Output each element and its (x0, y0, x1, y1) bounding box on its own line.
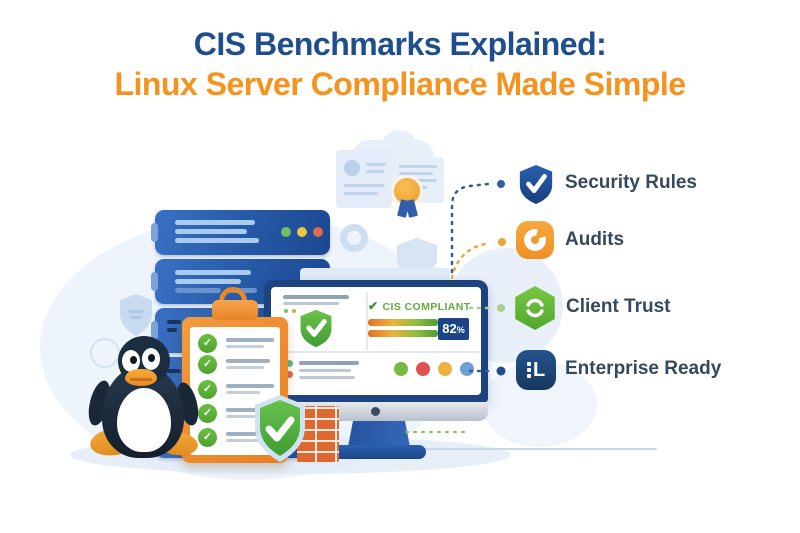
enterprise-building-icon: L (516, 350, 556, 390)
penguin-belly (117, 388, 171, 452)
certificate-card (336, 150, 392, 208)
shield-check-icon (255, 395, 305, 462)
check-icon: ✓ (198, 404, 217, 423)
penguin-mouth (130, 378, 152, 381)
faint-shield-icon (397, 238, 437, 277)
page-title: CIS Benchmarks Explained: (193, 26, 607, 62)
penguin-eye (130, 356, 137, 364)
status-circle-blue (460, 362, 474, 376)
server-unit (151, 210, 330, 255)
status-circle-green (394, 362, 408, 376)
feature-label-security-rules: Security Rules (565, 172, 697, 193)
power-button (371, 407, 380, 416)
faint-shield-icon (120, 294, 152, 336)
check-icon: ✓ (198, 355, 217, 374)
shield-check-icon (519, 165, 553, 204)
status-dot-green (281, 227, 291, 237)
monitor-screen: ✔ CIS COMPLIANT 82% (271, 287, 481, 395)
status-dot-red (313, 227, 323, 237)
refresh-sync-icon (515, 286, 555, 330)
score-badge: 82% (438, 318, 469, 340)
check-icon: ✓ (198, 428, 217, 447)
enterprise-letter: L (533, 359, 546, 381)
penguin-eye (148, 354, 155, 362)
checklist-item: ✓ (198, 355, 276, 374)
clipboard-clip (212, 300, 258, 320)
person-icon (344, 160, 360, 176)
check-icon: ✓ (198, 334, 217, 353)
header: CIS Benchmarks Explained: Linux Server C… (0, 24, 800, 104)
monitor-stand (348, 421, 410, 447)
check-icon: ✔ (368, 299, 379, 313)
monitor-base (330, 445, 426, 459)
compliance-label: CIS COMPLIANT (382, 301, 471, 313)
compliance-progress-bar (368, 330, 438, 337)
compliance-status: ✔ CIS COMPLIANT (368, 297, 478, 315)
gear-icon (340, 224, 368, 252)
monitor: ✔ CIS COMPLIANT 82% (264, 280, 488, 402)
checklist-item: ✓ (198, 380, 276, 399)
status-circle-red (416, 362, 430, 376)
score-value: 82 (442, 321, 457, 336)
compliance-progress-bar (368, 319, 438, 326)
checklist-item: ✓ (198, 428, 276, 447)
page-subtitle: Linux Server Compliance Made Simple (114, 66, 686, 102)
status-circle-orange (438, 362, 452, 376)
status-dot-yellow (297, 227, 307, 237)
check-icon: ✓ (198, 380, 217, 399)
feature-label-client-trust: Client Trust (566, 296, 671, 317)
score-unit: % (456, 325, 465, 335)
tux-penguin (84, 336, 203, 462)
penguin-beak (125, 369, 157, 386)
feature-label-enterprise-ready: Enterprise Ready (565, 358, 722, 379)
feature-label-audits: Audits (565, 229, 625, 250)
pie-chart-icon (516, 221, 554, 259)
checklist-item: ✓ (198, 404, 276, 423)
checklist-paper: ✓ ✓ ✓ ✓ ✓ (190, 327, 280, 455)
ground-line (262, 448, 657, 450)
shield-check-icon (300, 309, 332, 348)
checklist-item: ✓ (198, 334, 276, 353)
